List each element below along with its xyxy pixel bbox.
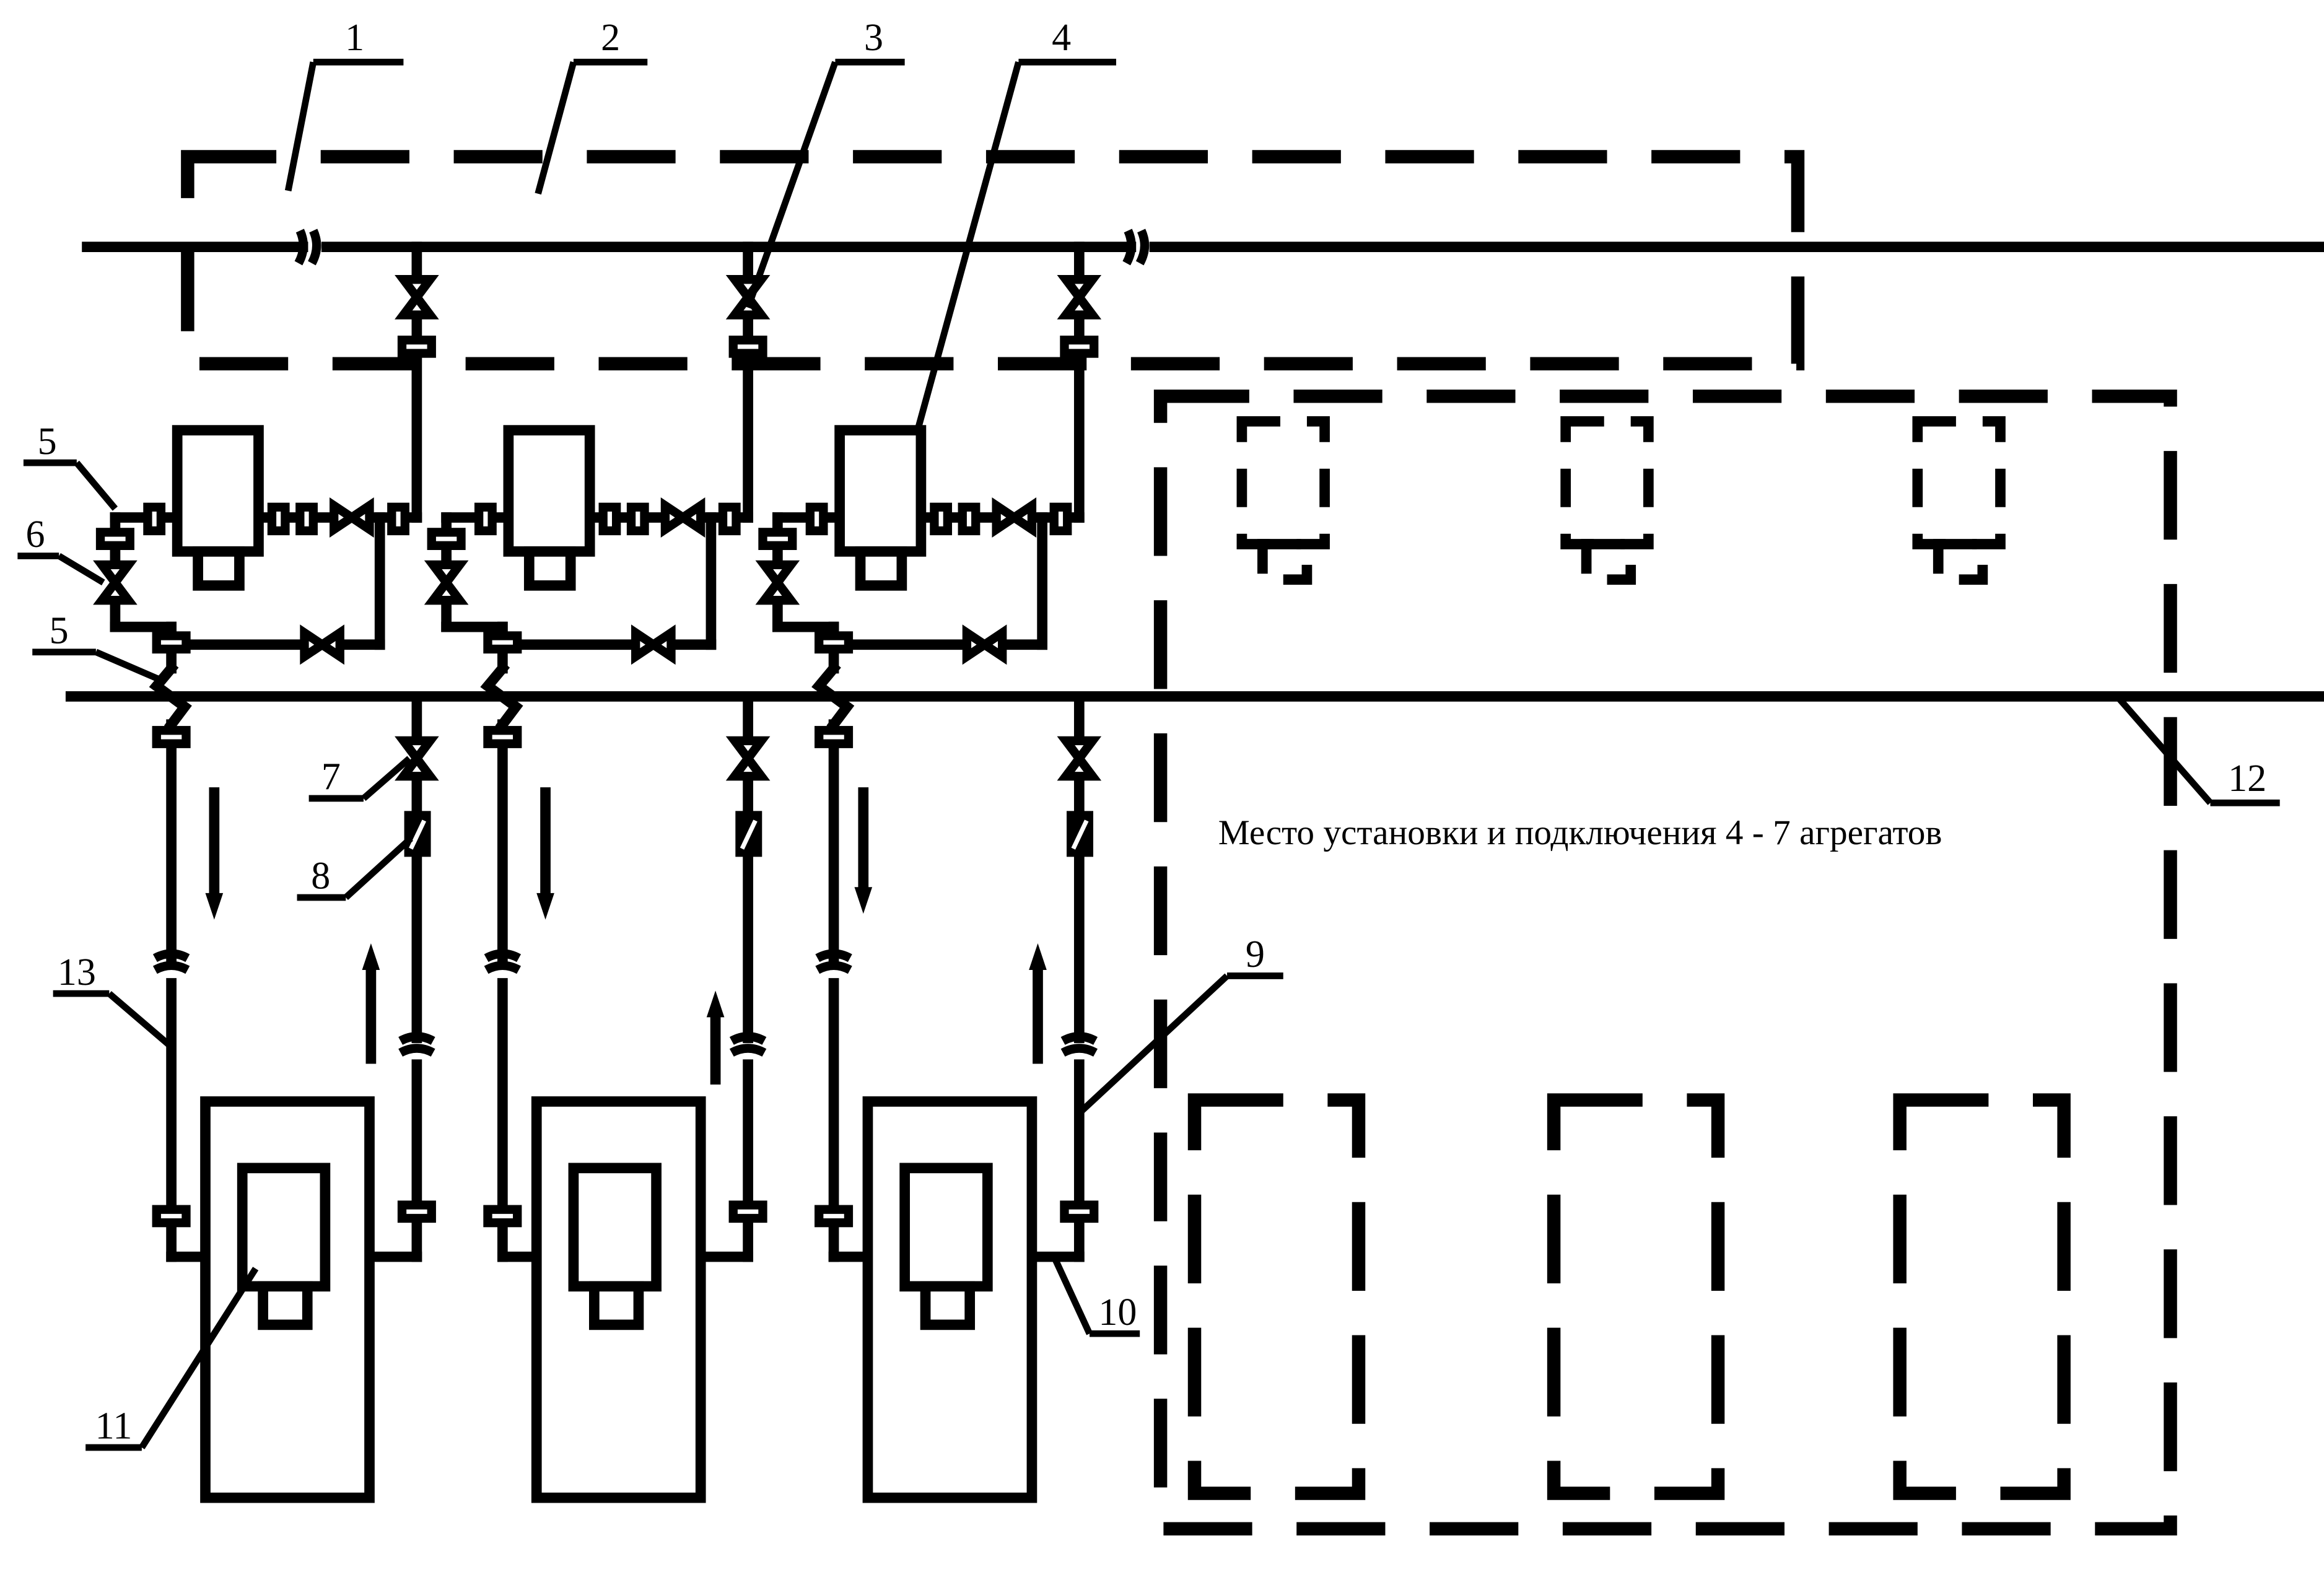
callout-6: 6 — [25, 513, 45, 556]
callout-7: 7 — [321, 756, 341, 798]
callout-9: 9 — [1246, 933, 1265, 976]
callout-5a: 5 — [38, 421, 57, 463]
callout-numbers: 1 2 3 4 5 6 5 7 8 13 9 10 11 12 — [25, 17, 2266, 1447]
reserve-zone-caption: Место установки и подключения 4 - 7 агре… — [1218, 813, 1942, 852]
reserve-units-top — [1236, 416, 2006, 585]
unit-2-piping — [424, 242, 771, 1503]
header-zone-boundary — [181, 150, 1805, 370]
callout-12: 12 — [2228, 758, 2266, 800]
upper-main-pipe — [82, 229, 2324, 266]
callout-8: 8 — [311, 855, 330, 897]
callout-3: 3 — [864, 17, 883, 59]
callout-11: 11 — [95, 1405, 133, 1447]
callout-5b: 5 — [50, 609, 69, 652]
leader-lines — [17, 58, 2280, 1451]
unit-1-piping — [93, 242, 439, 1503]
callout-2: 2 — [601, 17, 620, 59]
callout-13: 13 — [58, 951, 96, 993]
reserve-units-bottom — [1187, 1093, 2071, 1500]
callout-10: 10 — [1098, 1291, 1137, 1334]
unit-3-piping — [755, 242, 1102, 1503]
callout-1: 1 — [345, 17, 364, 59]
callout-4: 4 — [1052, 17, 1071, 59]
